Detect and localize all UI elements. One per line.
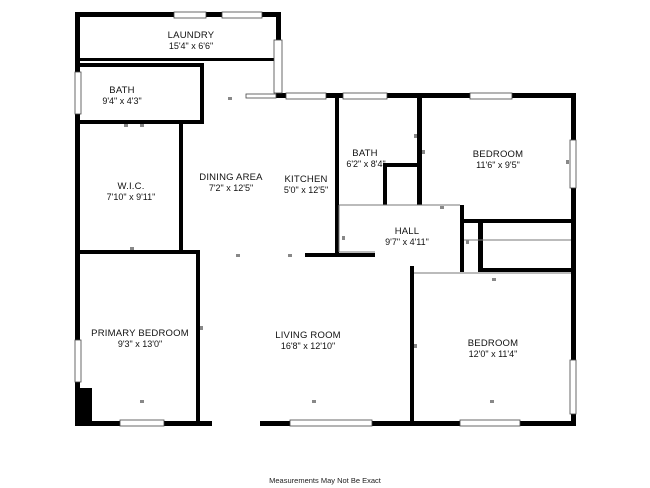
dining-area-label: DINING AREA (199, 172, 263, 183)
door-markers (124, 97, 569, 403)
door-marker (414, 344, 417, 348)
wall (460, 205, 464, 272)
kitchen-label: KITCHEN (284, 174, 328, 185)
door-marker (312, 400, 316, 403)
door-marker (466, 240, 469, 244)
bath-dimensions: 9'4" x 4'3" (102, 96, 142, 106)
openings (212, 420, 260, 426)
hall-label: HALL (394, 226, 420, 237)
primary-bedroom-dimensions: 9'3" x 13'0" (117, 339, 163, 349)
bedroom-2-label: BEDROOM (467, 338, 519, 349)
bedroom-1-label: BEDROOM (472, 149, 524, 160)
measurements-disclaimer: Measurements May Not Be Exact (269, 476, 381, 485)
door-marker (440, 206, 444, 209)
kitchen-dimensions: 5'0" x 12'5" (283, 185, 329, 195)
hall-dimensions: 9'7" x 4'11" (385, 237, 429, 247)
bath-label: BATH (109, 85, 135, 96)
bedroom-2-dimensions: 12'0" x 11'4" (468, 349, 518, 359)
wall (200, 63, 204, 122)
window (221, 11, 263, 19)
window (342, 92, 388, 100)
door-marker (492, 278, 496, 281)
window (74, 339, 82, 383)
door-marker (490, 400, 494, 403)
bath-2-label: BATH (352, 148, 378, 159)
wall (383, 163, 387, 205)
laundry-dimensions: 15'4" x 6'6" (168, 41, 214, 51)
wall (196, 250, 200, 422)
wall (417, 96, 422, 205)
wall (305, 253, 375, 257)
door-marker (130, 247, 134, 250)
bedroom-1-dimensions: 11'6" x 9'5" (476, 160, 520, 170)
door-marker (124, 124, 128, 127)
wall (478, 268, 574, 272)
window (245, 93, 277, 99)
wall (80, 58, 280, 61)
bath-2-dimensions: 6'2" x 8'4" (346, 159, 386, 169)
door-marker (140, 400, 144, 403)
wall (335, 96, 339, 256)
door-marker (342, 236, 345, 240)
window (459, 419, 521, 427)
thin-walls (338, 204, 571, 274)
door-marker (200, 326, 203, 330)
wic-label: W.I.C. (117, 181, 145, 192)
dining-area-dimensions: 7'2" x 12'5" (208, 183, 254, 193)
wall (80, 120, 204, 124)
wall (276, 12, 281, 42)
window (469, 92, 513, 100)
wall (478, 219, 483, 272)
wall (75, 12, 80, 426)
window (173, 11, 207, 19)
wall (383, 163, 420, 167)
door-marker (288, 254, 292, 257)
living-room-label: LIVING ROOM (275, 330, 341, 341)
laundry-label: LAUNDRY (167, 30, 215, 41)
window (289, 419, 373, 427)
window (285, 92, 327, 100)
wall (179, 120, 183, 252)
interior-walls (80, 58, 574, 424)
wic-dimensions: 7'10" x 9'11" (106, 192, 156, 202)
window (569, 359, 577, 415)
doorway (212, 420, 260, 426)
wall (571, 93, 576, 426)
door-marker (422, 150, 425, 154)
windows (74, 11, 577, 427)
wall (75, 388, 92, 426)
door-marker (566, 160, 569, 164)
living-room-dimensions: 16'8" x 12'10" (280, 341, 336, 351)
primary-bedroom-label: PRIMARY BEDROOM (91, 328, 189, 339)
wall (80, 63, 204, 67)
window (119, 419, 165, 427)
door-marker (236, 254, 240, 257)
window (273, 39, 283, 94)
wall (80, 250, 200, 254)
window (74, 71, 82, 115)
wall (464, 219, 574, 223)
door-marker (140, 124, 144, 127)
door-marker (414, 134, 417, 138)
door-marker (228, 97, 232, 100)
window (569, 139, 577, 189)
wall (410, 266, 414, 424)
wall (276, 93, 576, 98)
